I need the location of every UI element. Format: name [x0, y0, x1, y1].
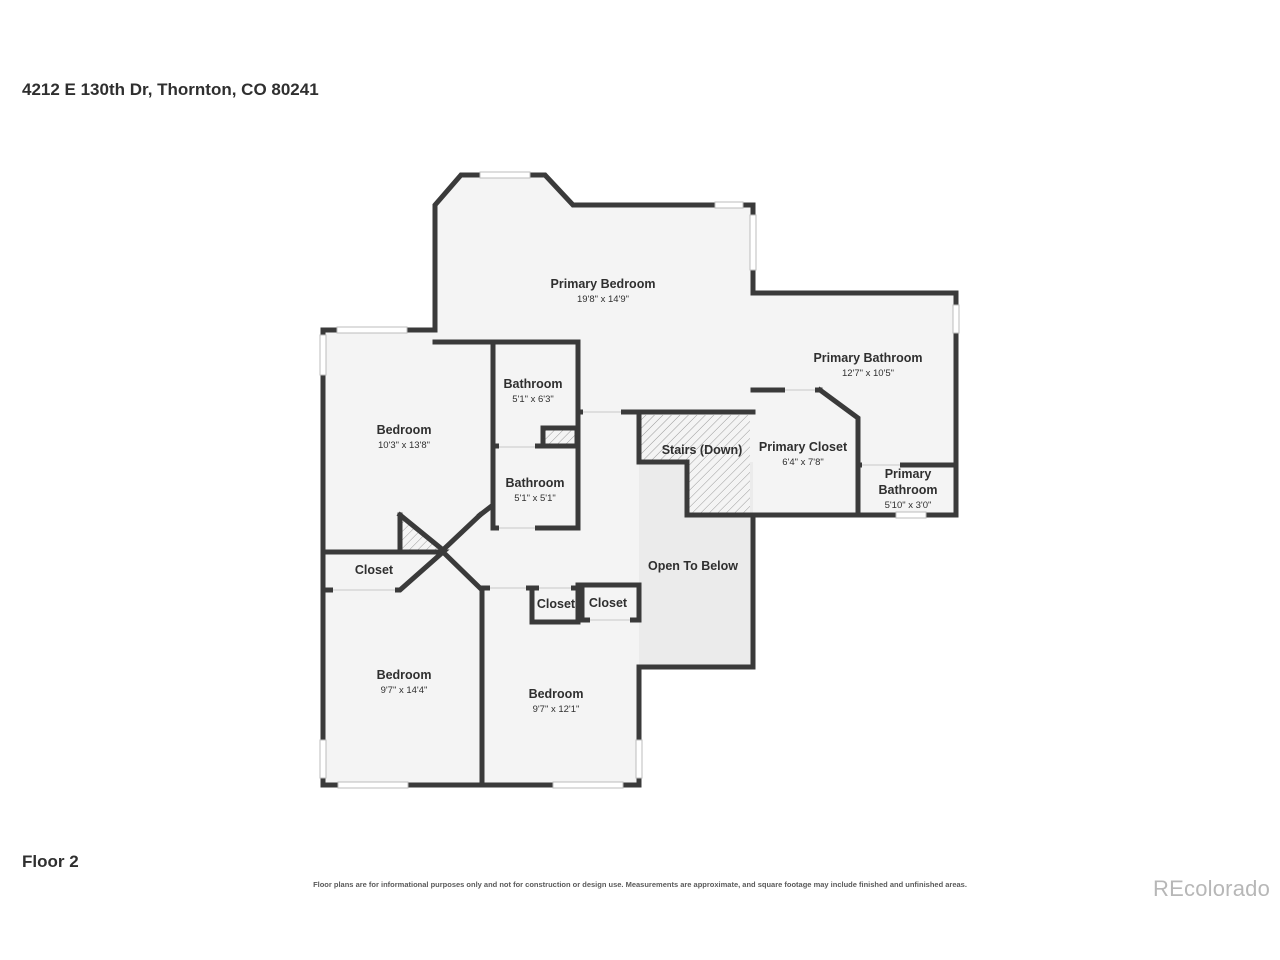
primary-closet-name: Primary Closet	[759, 440, 848, 454]
primary-bath-small-name-line2: Bathroom	[878, 483, 937, 497]
primary-bathroom-dims: 12'7" x 10'5"	[842, 368, 894, 379]
bathroom-2-dims: 5'1" x 5'1"	[514, 493, 556, 504]
floor-label: Floor 2	[22, 852, 79, 871]
primary-bath-small-name-line1: Primary	[885, 467, 932, 481]
bath-hatch	[543, 428, 577, 445]
stairs-hatch	[639, 415, 750, 515]
door-thresholds	[333, 389, 900, 621]
closet-1-name: Closet	[355, 563, 394, 577]
primary-closet-dims: 6'4" x 7'8"	[782, 457, 824, 468]
windows	[319, 171, 960, 789]
bedroom-3-name: Bedroom	[529, 687, 584, 701]
bathroom-1-name: Bathroom	[503, 377, 562, 391]
closet-3-name: Closet	[589, 596, 628, 610]
bedroom-2-name: Bedroom	[377, 668, 432, 682]
property-address: 4212 E 130th Dr, Thornton, CO 80241	[22, 80, 319, 99]
stairs-name: Stairs (Down)	[662, 443, 743, 457]
open-to-below-name: Open To Below	[648, 559, 738, 573]
bedroom-1-dims: 10'3" x 13'8"	[378, 440, 430, 451]
bathroom-1-dims: 5'1" x 6'3"	[512, 394, 554, 405]
hall-floor	[578, 412, 639, 552]
closet-2-name: Closet	[537, 597, 576, 611]
primary-bathroom-name: Primary Bathroom	[813, 351, 922, 365]
primary-bedroom-name: Primary Bedroom	[551, 277, 656, 291]
bedroom-2-dims: 9'7" x 14'4"	[381, 685, 428, 696]
primary-bathroom-floor	[753, 293, 956, 515]
disclaimer-text: Floor plans are for informational purpos…	[313, 880, 967, 889]
bedroom-1-name: Bedroom	[377, 423, 432, 437]
bathroom-2-name: Bathroom	[505, 476, 564, 490]
primary-bath-small-dims: 5'10" x 3'0"	[885, 500, 932, 511]
brand-logo: REcolorado	[1153, 876, 1270, 901]
bedroom-3-dims: 9'7" x 12'1"	[533, 704, 580, 715]
primary-bedroom-dims: 19'8" x 14'9"	[577, 294, 629, 305]
